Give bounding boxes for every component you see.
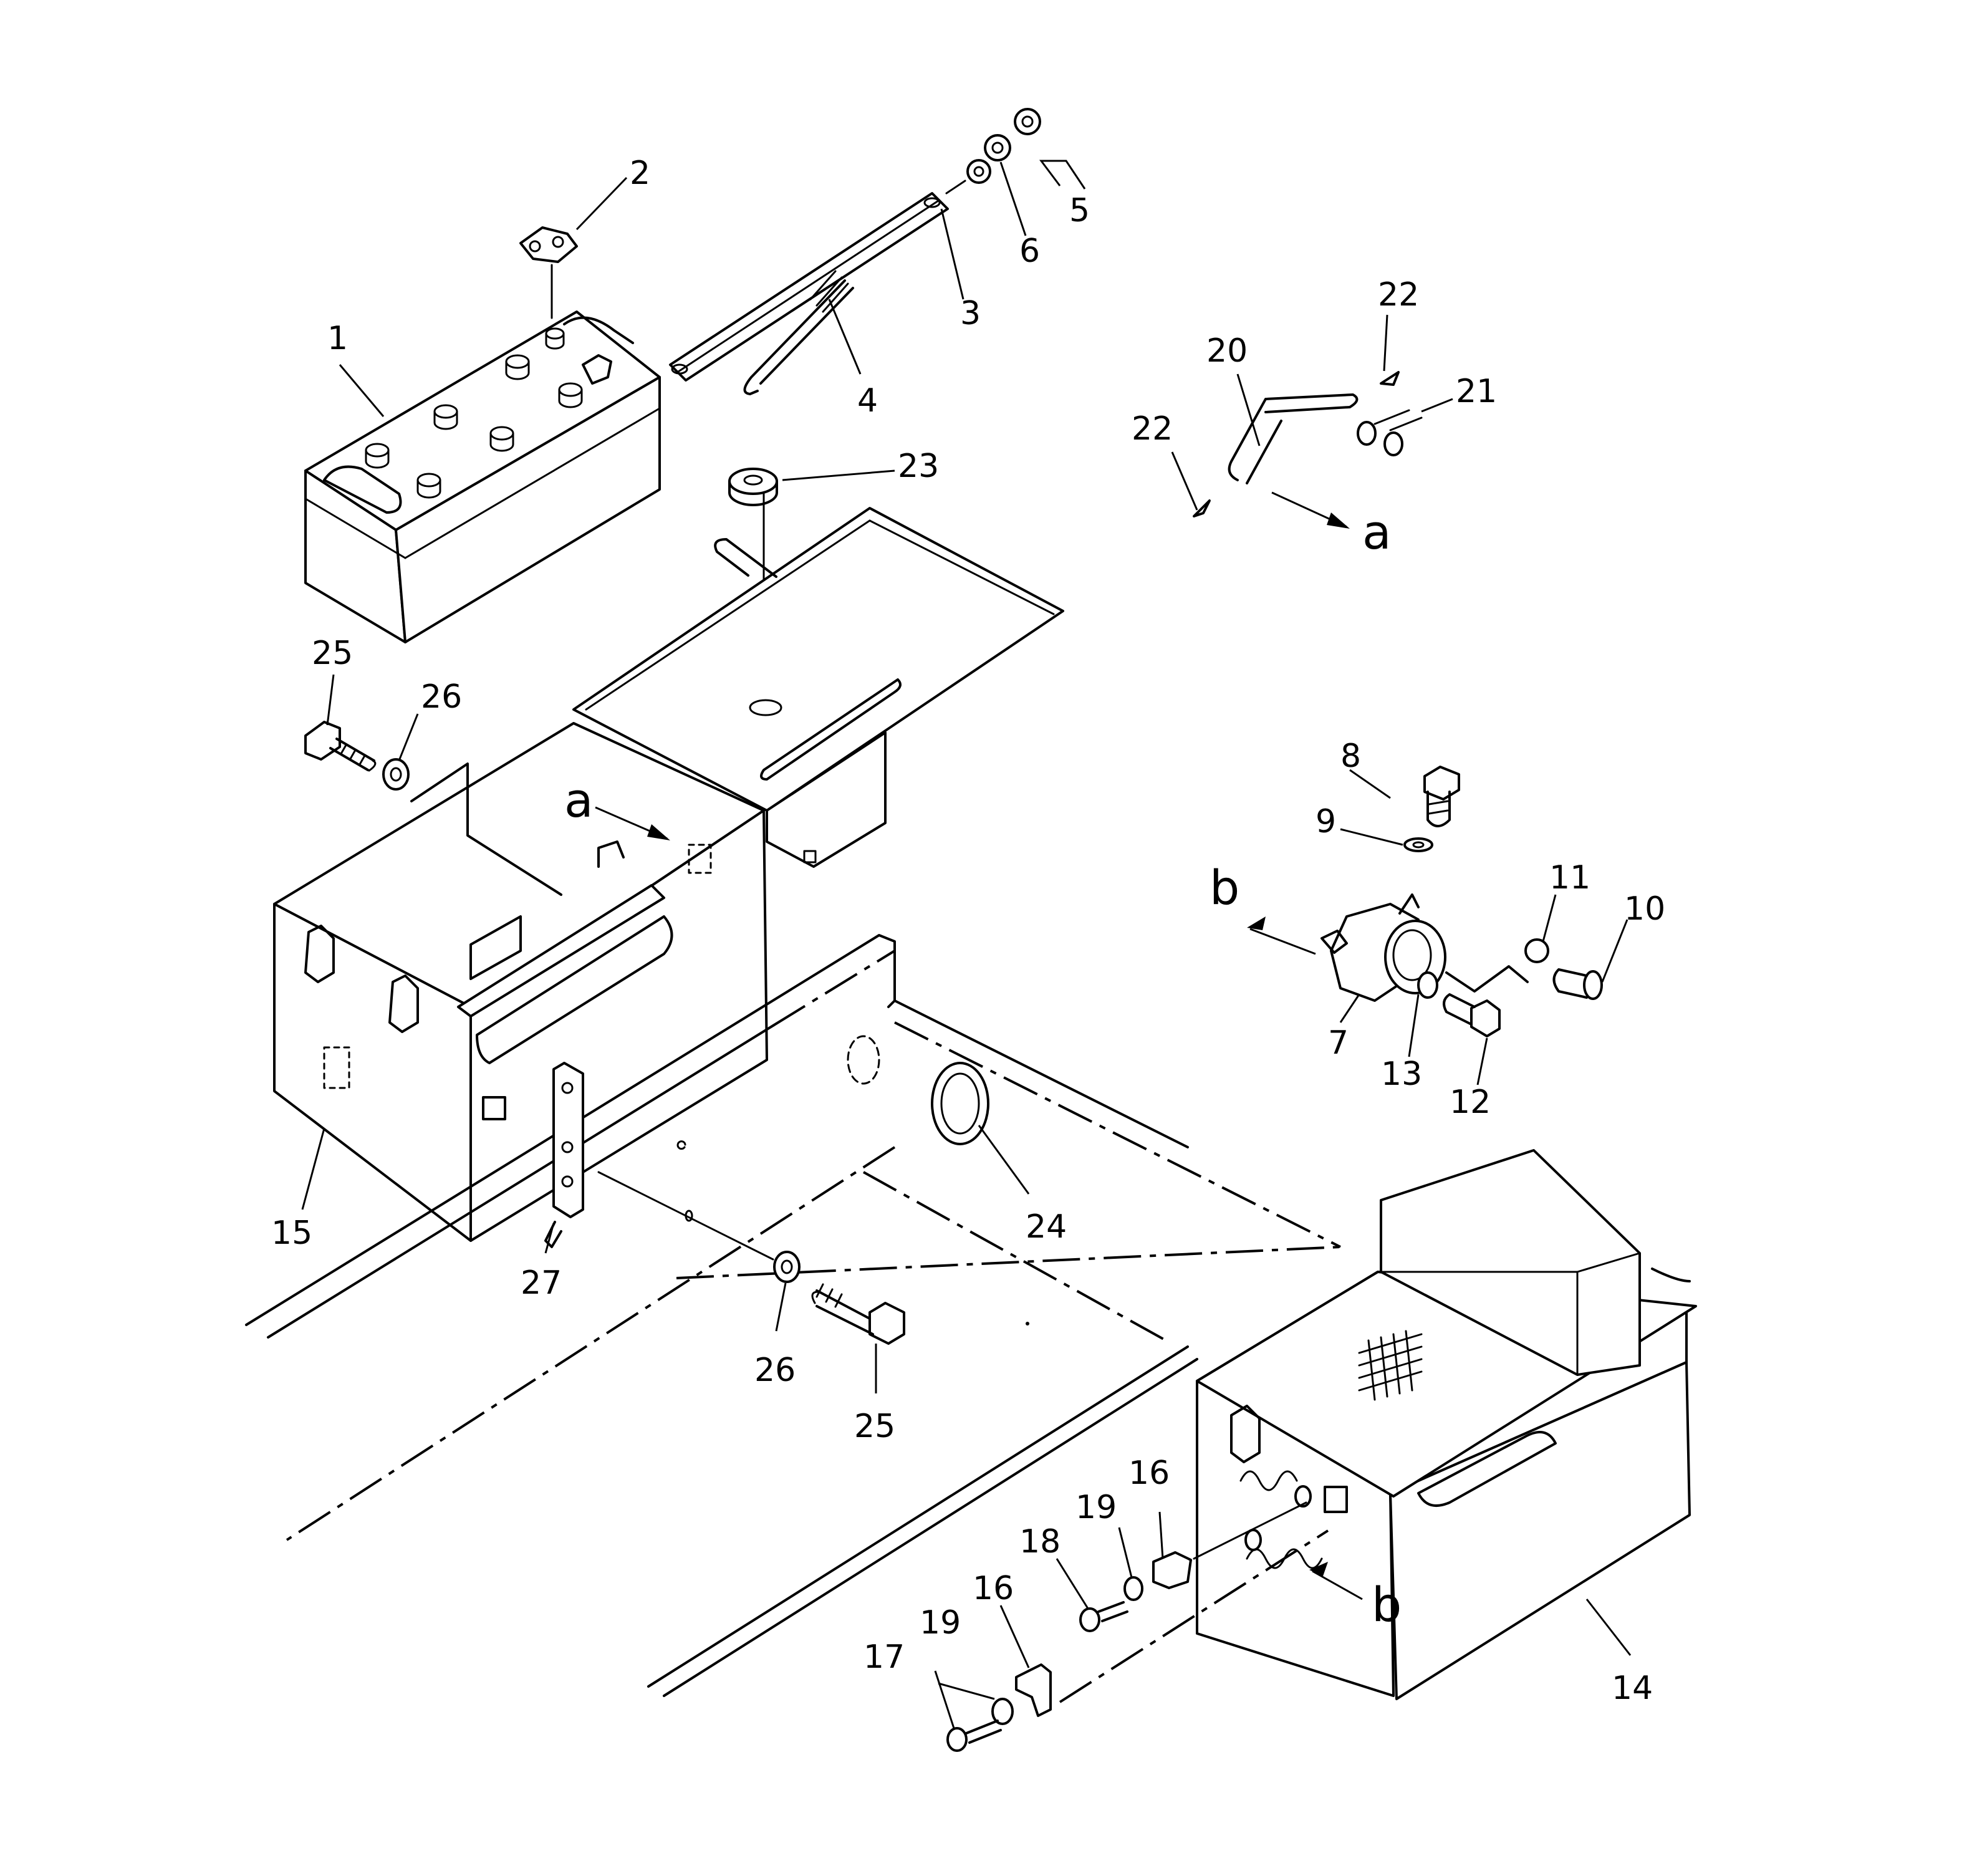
callout-24: 24 — [1026, 1208, 1067, 1246]
j-bolt — [743, 270, 854, 395]
frame-outline — [245, 934, 1341, 1697]
hold-down-rod-detail — [1193, 371, 1423, 517]
view-letters: a a b b — [564, 504, 1402, 1632]
callout-22-lower: 22 — [1132, 410, 1173, 448]
callout-14: 14 — [1612, 1670, 1653, 1707]
view-letter-b-box: b — [1372, 1577, 1402, 1632]
view-arrow-a-box — [595, 806, 670, 840]
view-letter-b-switch: b — [1210, 860, 1239, 915]
bolt-lower — [811, 1283, 905, 1345]
battery-tray — [572, 507, 1064, 868]
leader-lines — [301, 160, 1632, 1729]
callout-26-lower: 26 — [754, 1352, 796, 1389]
callout-26-upper: 26 — [421, 678, 462, 716]
callout-18: 18 — [1019, 1523, 1061, 1561]
callout-labels: 1 2 3 4 5 6 20 22 21 22 23 25 26 8 9 11 … — [271, 155, 1665, 1707]
clip-assembly — [946, 1529, 1329, 1752]
callout-3: 3 — [960, 295, 981, 332]
switch-screw-right — [1524, 938, 1603, 1000]
right-battery-box — [1193, 1149, 1697, 1700]
callout-20: 20 — [1206, 332, 1248, 370]
terminal-clamp — [519, 226, 578, 319]
callout-25-upper: 25 — [312, 635, 353, 672]
oval-grommet — [931, 1062, 989, 1145]
battery-hold-down-bar — [669, 192, 949, 382]
nuts-and-washer — [945, 108, 1041, 195]
mounting-bracket-strip — [544, 1062, 584, 1248]
callout-15: 15 — [271, 1215, 312, 1252]
callout-17: 17 — [863, 1638, 905, 1676]
callout-2: 2 — [630, 155, 650, 192]
view-letter-a-box: a — [564, 772, 594, 828]
callout-23: 23 — [898, 448, 939, 485]
callout-19-lower: 19 — [920, 1604, 961, 1642]
callout-27: 27 — [521, 1264, 562, 1302]
callout-19-upper: 19 — [1075, 1489, 1117, 1526]
washer-lower — [597, 1171, 801, 1283]
switch-lockwasher-top — [1403, 837, 1433, 852]
bolt-upper-left — [304, 721, 377, 772]
battery — [304, 310, 661, 643]
view-letter-a-top: a — [1362, 504, 1392, 560]
callout-13: 13 — [1381, 1056, 1422, 1093]
callout-1: 1 — [327, 320, 348, 357]
callout-6: 6 — [1019, 233, 1040, 270]
callout-25-lower: 25 — [854, 1408, 895, 1445]
battery-box — [273, 722, 768, 1242]
callout-16-upper: 16 — [1128, 1455, 1170, 1492]
callout-11: 11 — [1549, 859, 1590, 897]
callout-9: 9 — [1316, 803, 1336, 840]
callout-12: 12 — [1450, 1084, 1491, 1121]
callout-22-upper: 22 — [1378, 276, 1419, 314]
view-arrow-b-box — [1309, 1562, 1363, 1600]
callout-21: 21 — [1456, 373, 1497, 410]
callout-7: 7 — [1328, 1024, 1349, 1062]
view-arrow-b-switch — [1247, 916, 1316, 955]
switch-bolt-lower — [1417, 971, 1501, 1037]
switch-bolt-top — [1423, 766, 1460, 827]
callout-5: 5 — [1069, 192, 1090, 229]
view-arrow-a-top — [1271, 491, 1350, 529]
callout-4: 4 — [857, 382, 878, 420]
callout-16-lower: 16 — [973, 1570, 1014, 1607]
callout-8: 8 — [1340, 738, 1361, 775]
washer-upper-left — [382, 758, 410, 791]
callout-10: 10 — [1624, 890, 1665, 928]
